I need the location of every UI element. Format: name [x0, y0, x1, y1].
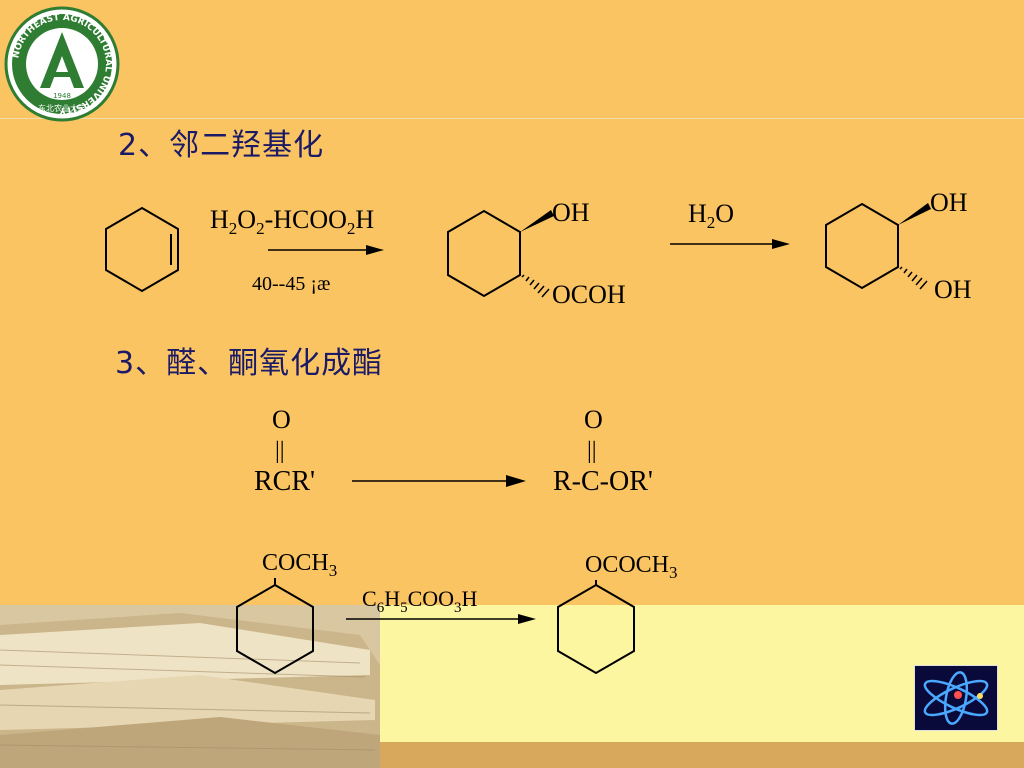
- ex-product-ring: [557, 580, 635, 675]
- intermediate-oh: OH: [552, 198, 590, 227]
- reactant-carbonyl-o: O: [272, 405, 291, 434]
- reaction-arrow-4: [346, 614, 536, 624]
- hash-bond: [521, 274, 550, 298]
- atom-icon: [914, 665, 998, 731]
- ex-product-group: OCOCH3: [585, 552, 678, 582]
- intermediate-structure: [447, 209, 521, 298]
- reaction-arrow-1: [268, 245, 384, 255]
- diol-product-structure: [825, 202, 899, 290]
- ester-formula: R-C-OR': [553, 466, 653, 497]
- header-band: [0, 0, 1024, 118]
- logo-year: 1948: [53, 92, 71, 100]
- header-divider: [0, 118, 1024, 119]
- section3-heading: 3、醛、酮氧化成酯: [115, 346, 384, 381]
- ex-reactant-group: COCH3: [262, 550, 337, 580]
- reactant-ketone-formula: RCR': [254, 466, 315, 497]
- water-label: H2O: [688, 199, 734, 232]
- reaction-condition: 40--45 ¡æ: [252, 273, 330, 295]
- books-image: [0, 605, 380, 768]
- university-logo: NORTHEAST AGRICULTURAL UNIVERSITY 1948 东…: [4, 6, 120, 122]
- product-carbonyl-o: O: [584, 405, 603, 434]
- reaction-arrow-3: [352, 475, 526, 487]
- product-oh-top: OH: [930, 188, 968, 217]
- section2-heading: 2、邻二羟基化: [118, 128, 325, 163]
- product-wedge-bond: [898, 203, 931, 225]
- reaction-arrow-2: [670, 239, 790, 249]
- product-oh-bottom: OH: [934, 275, 972, 304]
- ex-reactant-ring: [236, 578, 314, 675]
- reactant-double-bond: ||: [275, 438, 285, 464]
- reagent-formula: H2O2-HCOO2H: [210, 205, 374, 238]
- product-double-bond: ||: [587, 438, 597, 464]
- intermediate-ocoh: OCOH: [552, 280, 626, 309]
- product-hash-bond: [899, 266, 928, 290]
- cyclohexene-structure: [105, 206, 179, 293]
- ex-reagent-formula: C6H5COO3H: [362, 586, 478, 616]
- logo-chinese-name: 东北农业大学: [38, 103, 86, 113]
- wedge-bond: [520, 210, 554, 232]
